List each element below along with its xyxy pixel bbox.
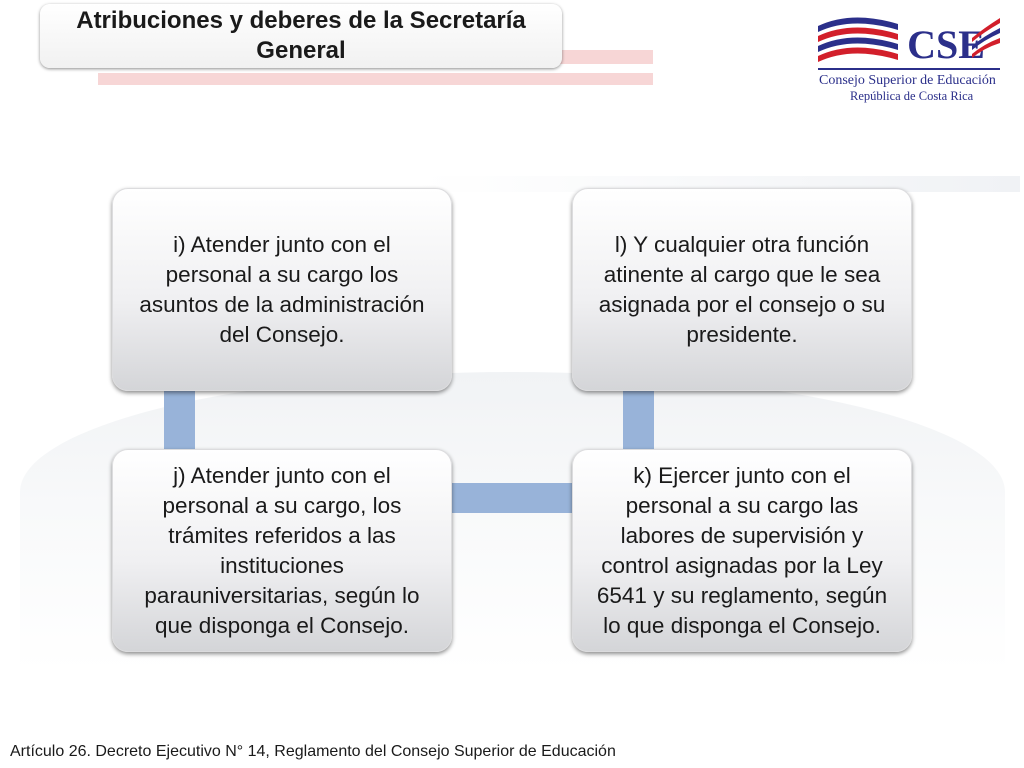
logo-line-1: Consejo Superior de Educación <box>819 73 996 88</box>
node-k-text: k) Ejercer junto con el personal a su ca… <box>596 462 888 638</box>
connector-j-k <box>450 483 576 513</box>
node-k: k) Ejercer junto con el personal a su ca… <box>572 449 912 652</box>
node-j-text: j) Atender junto con el personal a su ca… <box>144 462 420 638</box>
node-i: i) Atender junto con el personal a su ca… <box>112 188 452 391</box>
cse-logo-icon: CSE <box>818 17 1000 70</box>
slide-title: Atribuciones y deberes de la Secretaría … <box>76 7 526 64</box>
node-i-text: i) Atender junto con el personal a su ca… <box>139 231 425 347</box>
logo-acronym: CSE <box>907 22 985 67</box>
title-accent-stripe <box>98 73 653 85</box>
node-l-text: l) Y cualquier otra función atinente al … <box>598 231 886 347</box>
node-l: l) Y cualquier otra función atinente al … <box>572 188 912 391</box>
node-j: j) Atender junto con el personal a su ca… <box>112 449 452 652</box>
title-box: Atribuciones y deberes de la Secretaría … <box>40 4 562 68</box>
footer-citation: Artículo 26. Decreto Ejecutivo N° 14, Re… <box>10 743 616 760</box>
logo-line-2: República de Costa Rica <box>850 89 974 103</box>
